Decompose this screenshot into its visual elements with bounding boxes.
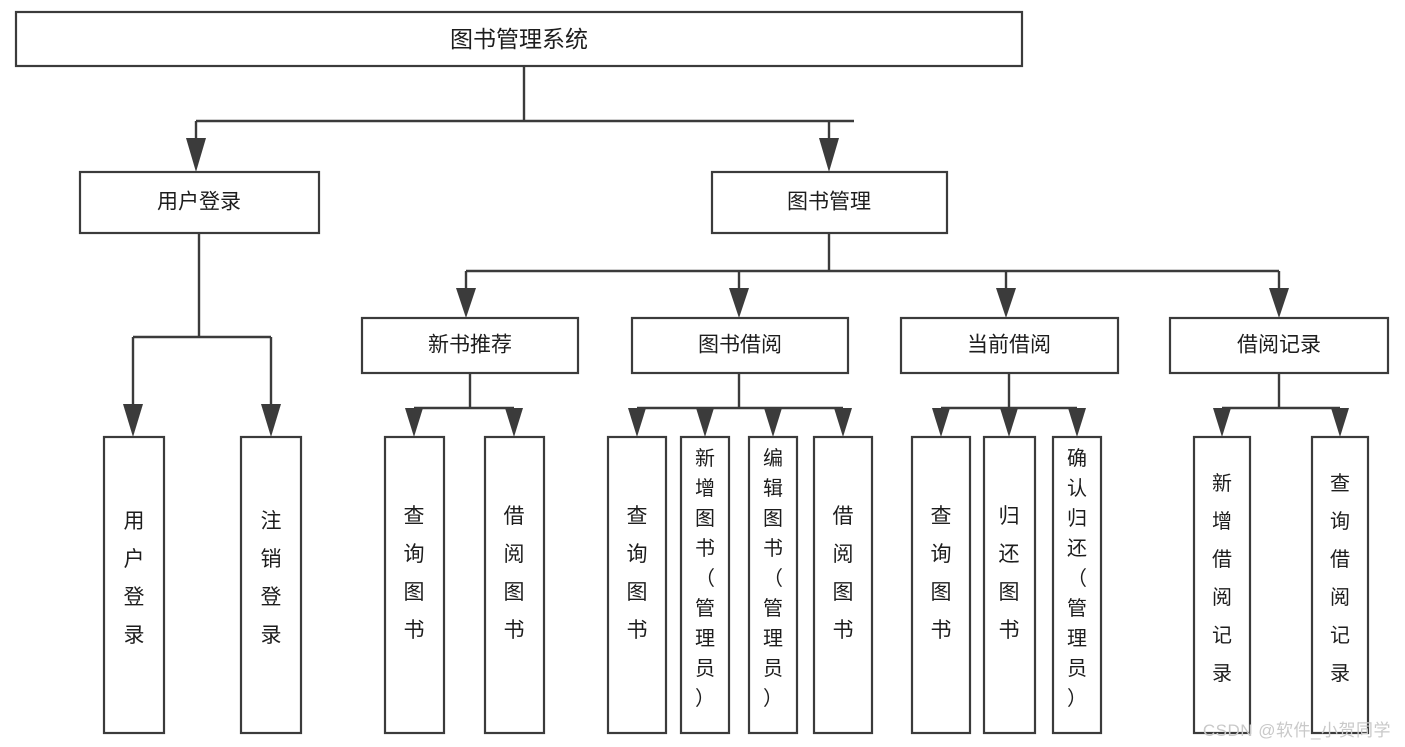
node-new-book-recommend-box	[360, 316, 580, 375]
leaf-borrow-record-2-label: 查询借阅记录	[1330, 472, 1350, 685]
leaf-book-borrow-2-label: 新增图书（管理员）	[695, 447, 715, 710]
arrow-root-to-book-manage	[819, 138, 839, 172]
arrow-book-borrow-leaf-2	[696, 408, 714, 437]
node-root[interactable]: 图书管理系统	[14, 10, 1024, 68]
arrow-book-manage-child-2	[729, 288, 749, 318]
arrow-user-login-leaf-1	[123, 404, 143, 437]
leaf-current-borrow-3-box	[1051, 435, 1103, 735]
arrow-new-book-leaf-2	[505, 408, 523, 437]
leaf-user-login-2-box	[239, 435, 303, 735]
node-borrow-record[interactable]: 借阅记录	[1168, 316, 1390, 375]
leaf-new-book-1-box	[383, 435, 446, 735]
leaf-current-borrow-1-box	[910, 435, 972, 735]
arrow-current-borrow-leaf-2	[1000, 408, 1018, 437]
arrow-current-borrow-leaf-3	[1068, 408, 1086, 437]
node-book-manage-box	[710, 170, 949, 235]
leaf-book-borrow-3-box	[747, 435, 799, 735]
node-current-borrow[interactable]: 当前借阅	[899, 316, 1120, 375]
arrow-borrow-record-leaf-1	[1213, 408, 1231, 437]
arrow-root-to-user-login	[186, 138, 206, 172]
leaf-new-book-2-box	[483, 435, 546, 735]
arrow-book-borrow-leaf-3	[764, 408, 782, 437]
leaf-current-borrow-1[interactable]: 查询图书	[910, 435, 972, 735]
leaf-borrow-record-1-label: 新增借阅记录	[1212, 472, 1232, 685]
node-book-manage[interactable]: 图书管理	[710, 170, 949, 235]
node-new-book-recommend[interactable]: 新书推荐	[360, 316, 580, 375]
leaf-borrow-record-2-box	[1310, 435, 1370, 735]
arrow-borrow-record-leaf-2	[1331, 408, 1349, 437]
leaf-current-borrow-2-label: 归还图书	[999, 505, 1020, 642]
leaf-user-login-1-box	[102, 435, 166, 735]
leaf-borrow-record-2[interactable]: 查询借阅记录	[1310, 435, 1370, 735]
arrow-book-manage-child-1	[456, 288, 476, 318]
arrow-book-borrow-leaf-4	[834, 408, 852, 437]
node-new-book-recommend-label: 新书推荐	[428, 334, 512, 357]
leaf-borrow-record-1[interactable]: 新增借阅记录	[1192, 435, 1252, 735]
leaf-book-borrow-2-box	[679, 435, 731, 735]
leaf-book-borrow-4-box	[812, 435, 874, 735]
leaf-current-borrow-1-label: 查询图书	[931, 505, 952, 642]
node-book-borrow-label: 图书借阅	[698, 334, 782, 357]
node-book-manage-label: 图书管理	[787, 191, 871, 214]
leaf-book-borrow-3-label: 编辑图书（管理员）	[763, 447, 783, 710]
leaf-book-borrow-1-box	[606, 435, 668, 735]
leaf-user-login-2-label: 注销登录	[261, 510, 282, 647]
arrow-book-manage-child-4	[1269, 288, 1289, 318]
node-user-login-label: 用户登录	[157, 191, 241, 214]
node-user-login-box	[78, 170, 321, 235]
leaf-new-book-1-label: 查询图书	[404, 505, 425, 642]
leaf-user-login-1[interactable]: 用户登录	[102, 435, 166, 735]
leaf-current-borrow-2-box	[982, 435, 1037, 735]
leaf-user-login-2[interactable]: 注销登录	[239, 435, 303, 735]
node-user-login[interactable]: 用户登录	[78, 170, 321, 235]
leaf-book-borrow-4-label: 借阅图书	[833, 505, 854, 642]
arrow-current-borrow-leaf-1	[932, 408, 950, 437]
node-current-borrow-label: 当前借阅	[967, 334, 1051, 357]
arrow-user-login-leaf-2	[261, 404, 281, 437]
arrow-new-book-leaf-1	[405, 408, 423, 437]
csdn-watermark: CSDN @软件_小贺同学	[1202, 721, 1391, 740]
leaf-borrow-record-1-box	[1192, 435, 1252, 735]
leaf-book-borrow-2[interactable]: 新增图书（管理员）	[679, 435, 731, 735]
node-borrow-record-label: 借阅记录	[1237, 334, 1321, 357]
node-root-label: 图书管理系统	[450, 26, 588, 52]
leaf-current-borrow-3[interactable]: 确认归还（管理员）	[1051, 435, 1103, 735]
leaf-current-borrow-2[interactable]: 归还图书	[982, 435, 1037, 735]
leaf-current-borrow-3-label: 确认归还（管理员）	[1067, 447, 1087, 710]
leaf-new-book-2-label: 借阅图书	[504, 505, 525, 642]
node-current-borrow-box	[899, 316, 1120, 375]
arrow-book-borrow-leaf-1	[628, 408, 646, 437]
arrow-book-manage-child-3	[996, 288, 1016, 318]
connector-layer	[123, 66, 1349, 437]
node-book-borrow[interactable]: 图书借阅	[630, 316, 850, 375]
leaf-new-book-2[interactable]: 借阅图书	[483, 435, 546, 735]
node-root-box	[14, 10, 1024, 68]
node-book-borrow-box	[630, 316, 850, 375]
leaf-user-login-1-label: 用户登录	[124, 510, 145, 647]
node-borrow-record-box	[1168, 316, 1390, 375]
leaf-book-borrow-4[interactable]: 借阅图书	[812, 435, 874, 735]
leaf-book-borrow-1-label: 查询图书	[627, 505, 648, 642]
leaf-book-borrow-1[interactable]: 查询图书	[606, 435, 668, 735]
leaf-new-book-1[interactable]: 查询图书	[383, 435, 446, 735]
leaf-book-borrow-3[interactable]: 编辑图书（管理员）	[747, 435, 799, 735]
